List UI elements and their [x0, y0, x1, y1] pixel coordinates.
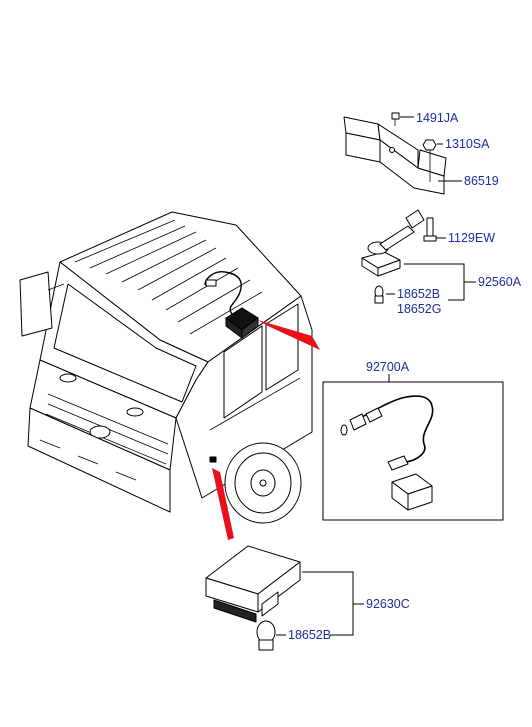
label-92630c: 92630C — [366, 597, 410, 611]
label-86519: 86519 — [464, 174, 499, 188]
bulb-icon — [374, 285, 384, 304]
side-lamp-bulb-icon — [256, 620, 276, 651]
label-92560a: 92560A — [478, 275, 522, 289]
wiring-harness-icon — [340, 395, 434, 511]
label-1129ew: 1129EW — [448, 231, 495, 245]
nut-icon — [422, 139, 437, 182]
leader-lines — [276, 116, 476, 636]
side-pointer-arrow — [212, 468, 234, 540]
lamp-assembly-92560a-icon — [361, 209, 425, 277]
screw-icon — [423, 217, 437, 242]
truck-cab-icon — [19, 211, 313, 524]
harness-detail-frame — [322, 381, 504, 521]
mounting-bracket-icon — [343, 116, 447, 195]
label-18652b-top: 18652B — [397, 287, 440, 301]
bolt-icon — [391, 112, 400, 126]
label-18652g: 18652G — [397, 302, 441, 316]
side-lamp-icon — [205, 545, 301, 623]
label-92700a: 92700A — [366, 360, 410, 374]
part-labels: 1491JA 1310SA 86519 1129EW 92560A 18652B… — [288, 111, 522, 642]
roof-pointer-arrow — [258, 320, 320, 350]
label-18652b-bottom: 18652B — [288, 628, 331, 642]
roof-lamp-icon — [225, 307, 259, 339]
label-1310sa: 1310SA — [445, 137, 490, 151]
pointer-arrows — [212, 320, 320, 540]
label-1491ja: 1491JA — [416, 111, 459, 125]
